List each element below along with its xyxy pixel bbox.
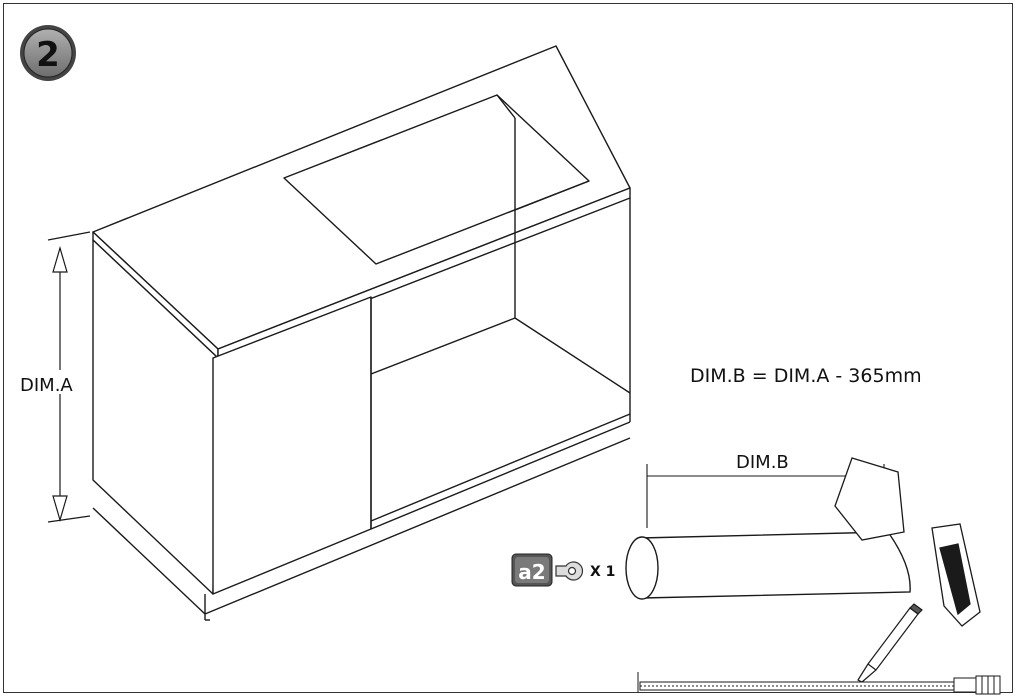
dim-b-formula: DIM.B = DIM.A - 365mm — [690, 365, 922, 387]
pencil-icon — [857, 603, 923, 683]
saw-icon — [834, 457, 981, 627]
pipe-drawing — [625, 531, 911, 600]
step-number-badge: 2 — [20, 25, 76, 81]
hardware-quantity: X 1 — [590, 564, 615, 580]
hardware-part-code: a2 — [518, 560, 545, 584]
dim-a-label: DIM.A — [20, 375, 73, 396]
cabinet-drawing — [92, 45, 631, 621]
wrench-icon — [555, 561, 584, 581]
hardware-badge: a2 — [511, 553, 553, 587]
dim-b-label: DIM.B — [736, 452, 789, 473]
step-number: 2 — [36, 35, 60, 75]
dim-a-label-bg — [18, 370, 88, 394]
tape-measure-icon — [637, 672, 1001, 695]
